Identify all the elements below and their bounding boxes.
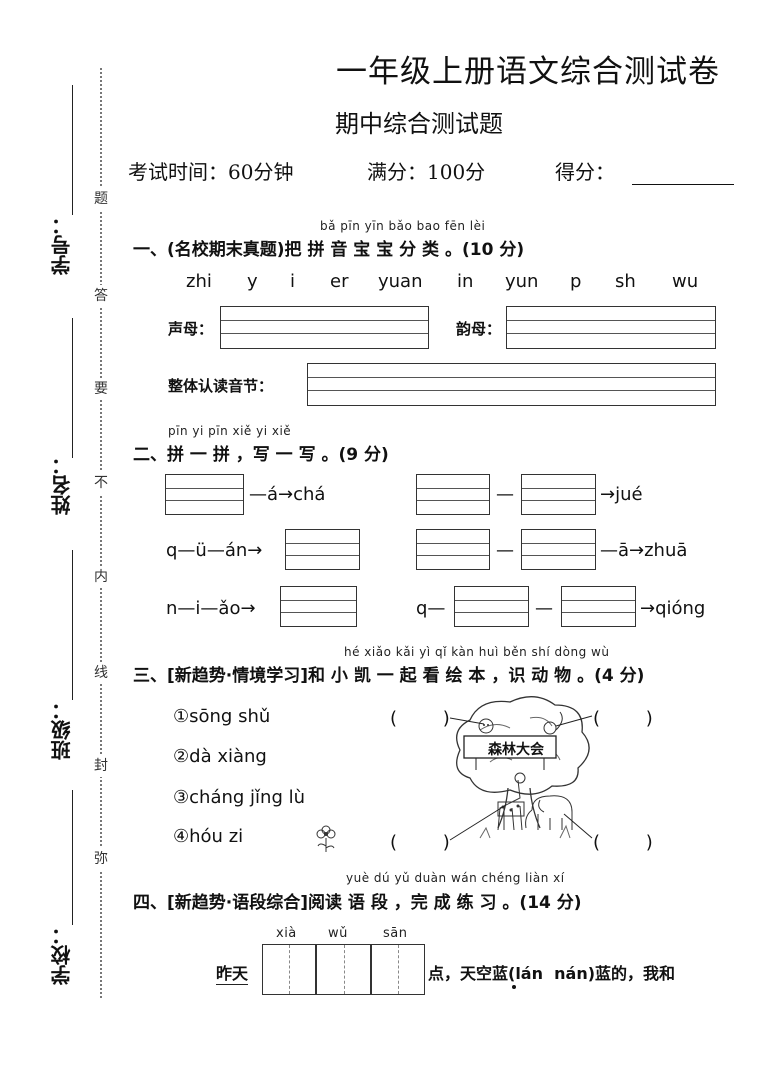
initials-label: 声母： xyxy=(168,320,214,338)
binding-line-4 xyxy=(72,790,73,925)
q1-pinyin: bǎ pīn yīn bǎo bao fēn lèi xyxy=(320,219,486,233)
pinyin-write-box[interactable] xyxy=(521,529,596,570)
pinyin-write-box[interactable] xyxy=(454,586,529,627)
whole-syllable-label: 整体认读音节： xyxy=(168,377,274,395)
syllable: sh xyxy=(615,271,636,292)
q4-pinyin: yuè dú yǔ duàn wán chéng liàn xí xyxy=(346,871,565,885)
pinyin-write-box[interactable] xyxy=(561,586,636,627)
page-title: 一年级上册语文综合测试卷 xyxy=(336,54,720,90)
q2-row2-left-text: q—ü—án→ xyxy=(166,540,263,561)
seal-char: 弥 xyxy=(90,848,112,870)
full-score: 满分：100分 xyxy=(367,160,486,184)
q2-row3-end-text: →qióng xyxy=(640,598,706,619)
score-blank[interactable] xyxy=(632,184,734,185)
syllable: zhi xyxy=(186,271,212,292)
animal-item: ③cháng jǐng lù xyxy=(173,787,305,808)
answer-parens[interactable]: ( ) xyxy=(390,708,450,729)
syllable: p xyxy=(570,271,582,292)
grid-pinyin: xià xyxy=(276,926,297,941)
seal-char: 题 xyxy=(90,188,112,210)
syllable: i xyxy=(290,271,296,292)
pinyin-write-box[interactable] xyxy=(416,529,490,570)
q2-row1-mid-text: — xyxy=(496,484,514,505)
syllable: in xyxy=(457,271,474,292)
animal-item: ②dà xiàng xyxy=(173,746,267,767)
q4-passage-text: 点，天空蓝(lán nán)蓝的，我和 xyxy=(428,964,676,983)
page-subtitle: 期中综合测试题 xyxy=(335,110,503,138)
animal-item: ④hóu zi xyxy=(173,826,244,847)
initials-answer-box[interactable] xyxy=(220,306,429,349)
forest-illustration xyxy=(449,696,593,841)
finals-label: 韵母： xyxy=(456,320,502,338)
finals-answer-box[interactable] xyxy=(506,306,716,349)
seal-char: 封 xyxy=(90,755,112,777)
forest-sign: 森林大会 xyxy=(488,742,544,758)
syllable: wu xyxy=(672,271,699,292)
student-no-label: 学号： xyxy=(50,215,74,275)
answer-parens[interactable]: ( ) xyxy=(593,832,653,853)
binding-line-1 xyxy=(72,85,73,215)
q2-row3-mid-text: — xyxy=(535,598,553,619)
flower-icon xyxy=(316,825,336,852)
q4-lead-word: 昨天 xyxy=(216,960,249,985)
animal-item: ①sōng shǔ xyxy=(173,706,271,727)
syllable: y xyxy=(247,271,258,292)
pinyin-write-box[interactable] xyxy=(416,474,490,515)
seal-char: 答 xyxy=(90,285,112,307)
q2-pinyin: pīn yi pīn xiě yi xiě xyxy=(168,424,292,438)
seal-char: 不 xyxy=(90,472,112,494)
syllable: yuan xyxy=(378,271,423,292)
q3-title: 三、[新趋势·情境学习]和 小 凯 一 起 看 绘 本 ，识 动 物 。(4 分… xyxy=(133,666,645,686)
grid-pinyin: wǔ xyxy=(328,926,348,941)
syllable: yun xyxy=(505,271,539,292)
char-grid-box[interactable] xyxy=(371,944,425,995)
q2-row2-end-text: —ā→zhuā xyxy=(600,540,688,561)
school-label: 学校： xyxy=(50,925,74,985)
seal-char: 内 xyxy=(90,566,112,588)
name-label: 姓名： xyxy=(50,455,74,515)
q2-row1-end-text: →jué xyxy=(600,484,643,505)
pinyin-write-box[interactable] xyxy=(280,586,357,627)
q2-title: 二、拼 一 拼 ，写 一 写 。(9 分) xyxy=(133,445,389,465)
grid-pinyin: sān xyxy=(383,926,408,941)
answer-parens[interactable]: ( ) xyxy=(390,832,450,853)
syllable: er xyxy=(330,271,349,292)
char-grid-box[interactable] xyxy=(262,944,316,995)
seal-dotted-line xyxy=(100,68,102,998)
class-label: 班级： xyxy=(50,700,74,760)
q2-row3-start-text: q— xyxy=(416,598,446,619)
seal-char: 要 xyxy=(90,378,112,400)
whole-syllable-answer-box[interactable] xyxy=(307,363,716,406)
exam-time: 考试时间：60分钟 xyxy=(128,160,294,184)
q2-row1-left-text: —á→chá xyxy=(249,484,326,505)
pinyin-write-box[interactable] xyxy=(165,474,244,515)
q2-row2-mid-text: — xyxy=(496,540,514,561)
score-label: 得分： xyxy=(555,160,615,184)
emphasis-dot xyxy=(512,985,516,989)
seal-char: 线 xyxy=(90,662,112,684)
q2-row3-left-text: n—i—ǎo→ xyxy=(166,598,256,619)
q4-title: 四、[新趋势·语段综合]阅读 语 段 ，完 成 练 习 。(14 分) xyxy=(133,893,582,913)
answer-parens[interactable]: ( ) xyxy=(593,708,653,729)
binding-line-3 xyxy=(72,550,73,700)
pinyin-write-box[interactable] xyxy=(285,529,360,570)
q1-title: 一、(名校期末真题)把 拼 音 宝 宝 分 类 。(10 分) xyxy=(133,240,525,260)
pinyin-write-box[interactable] xyxy=(521,474,596,515)
char-grid-box[interactable] xyxy=(316,944,371,995)
binding-line-2 xyxy=(72,318,73,458)
q3-pinyin: hé xiǎo kǎi yì qǐ kàn huì běn shí dòng w… xyxy=(344,645,610,659)
